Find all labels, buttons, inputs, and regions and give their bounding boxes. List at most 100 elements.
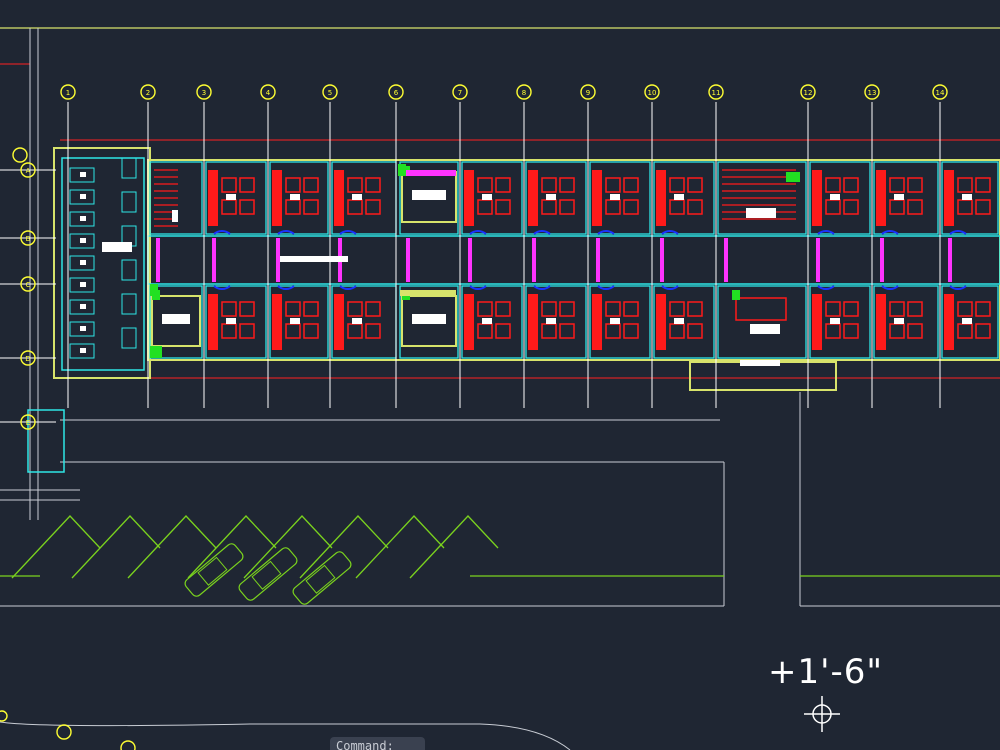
corridor-opening: [276, 238, 280, 282]
room-partition: [399, 161, 459, 235]
bed: [541, 301, 557, 317]
room-tag: [750, 324, 780, 334]
bed: [495, 323, 511, 339]
grid-bubble: [12, 147, 28, 163]
bed: [889, 301, 905, 317]
grid-bubble: [708, 84, 724, 100]
room-tag: [746, 208, 776, 218]
wardrobe: [812, 170, 822, 226]
grid-bubble: [0, 710, 8, 722]
room-tag: [674, 194, 684, 200]
corridor-opening: [724, 238, 728, 282]
door-swing: [817, 285, 835, 290]
door-swing: [213, 285, 231, 290]
room-tag: [830, 318, 840, 324]
grid-bubble: [388, 84, 404, 100]
grid-bubble-label: 5: [328, 89, 332, 97]
parking-stall: [409, 515, 499, 579]
wc-stall: [69, 255, 95, 271]
room-partition: [461, 161, 523, 235]
corridor-opening: [948, 238, 952, 282]
bed: [239, 323, 255, 339]
grid-bubble: [260, 84, 276, 100]
bed: [221, 323, 237, 339]
bed: [365, 199, 381, 215]
bed: [365, 177, 381, 193]
bed: [975, 177, 991, 193]
bed: [843, 177, 859, 193]
wc-stall: [69, 321, 95, 337]
room-partition: [873, 285, 939, 359]
parked-car: [238, 547, 298, 601]
bed: [669, 199, 685, 215]
wc-fixture: [80, 238, 86, 243]
bed: [605, 199, 621, 215]
door-swing: [533, 285, 551, 290]
bed: [559, 323, 575, 339]
wc-fixture: [80, 348, 86, 353]
grid-bubble: [20, 414, 36, 430]
bed: [687, 323, 703, 339]
wardrobe: [656, 170, 666, 226]
room-tag: [546, 194, 556, 200]
door-swing: [661, 285, 679, 290]
fixture: [786, 172, 800, 182]
command-line[interactable]: Command:: [330, 737, 425, 750]
grid-bubble: [140, 84, 156, 100]
bed: [221, 301, 237, 317]
room-partition: [461, 285, 523, 359]
room-tag: [352, 194, 362, 200]
grid-bubble-label: 11: [712, 89, 721, 97]
bed: [365, 301, 381, 317]
bed: [605, 177, 621, 193]
building-plan: [27, 147, 1000, 473]
bed: [303, 323, 319, 339]
bed: [889, 199, 905, 215]
grid-bubble: [580, 84, 596, 100]
bed: [907, 323, 923, 339]
room-tag: [610, 194, 620, 200]
grid-bubble: [120, 740, 136, 750]
grid-bubble-label: 6: [394, 89, 399, 97]
car-roof: [251, 560, 282, 590]
room-partition: [205, 161, 267, 235]
wardrobe: [208, 170, 218, 226]
room-partition: [717, 285, 807, 359]
room-partition: [589, 161, 651, 235]
door-swing: [661, 230, 679, 235]
grid-bubble: [452, 84, 468, 100]
site-lines: [0, 27, 1000, 750]
door-swing: [949, 285, 967, 290]
grid-bubble: [196, 84, 212, 100]
room-tag: [162, 314, 190, 324]
room-tag: [352, 318, 362, 324]
door-swing: [597, 285, 615, 290]
wc-stall: [69, 167, 95, 183]
bed: [623, 301, 639, 317]
bed: [239, 177, 255, 193]
room-tag: [740, 360, 780, 366]
car-roof: [197, 556, 228, 586]
bed: [477, 301, 493, 317]
grid-bubble: [800, 84, 816, 100]
room-tag: [674, 318, 684, 324]
bed: [477, 323, 493, 339]
bed: [559, 199, 575, 215]
parking-stall: [187, 515, 277, 579]
wc-fixture: [80, 194, 86, 199]
bed: [623, 199, 639, 215]
room-partition: [941, 161, 999, 235]
bed: [825, 177, 841, 193]
room-tag: [226, 194, 236, 200]
wardrobe: [944, 294, 954, 350]
bed: [239, 301, 255, 317]
bed: [907, 177, 923, 193]
west-wing-partition: [61, 157, 145, 371]
grid-bubble-label: B: [26, 235, 31, 243]
bed: [285, 301, 301, 317]
wardrobe: [592, 294, 602, 350]
grid-bubble: [56, 724, 72, 740]
room-tag: [482, 194, 492, 200]
